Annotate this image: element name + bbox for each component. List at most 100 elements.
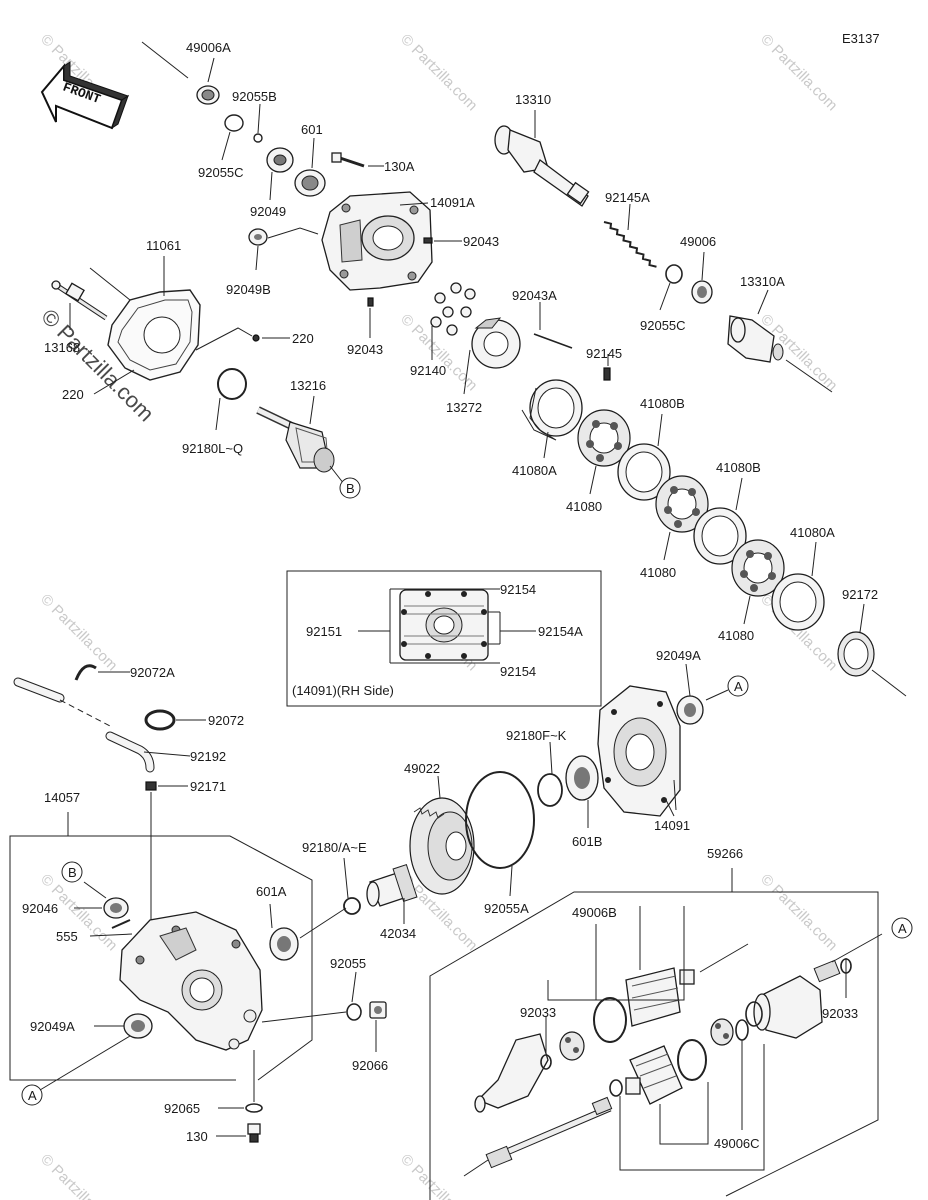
label-220-b: 220 — [62, 387, 84, 402]
label-14057: 14057 — [44, 790, 80, 805]
balls-92140 — [430, 282, 476, 360]
cover-14091A — [321, 191, 433, 291]
band-small — [745, 1001, 763, 1027]
friction-plate-41080-3 — [731, 539, 785, 597]
callout-b-label: B — [346, 481, 355, 496]
pinion-gear-13216 — [256, 395, 345, 485]
label-92192: 92192 — [190, 749, 226, 764]
callout-a-left — [21, 1084, 43, 1106]
label-555: 555 — [56, 929, 78, 944]
label-59266: 59266 — [707, 846, 743, 861]
watermark: © Partzilla.com — [37, 591, 120, 674]
leader-lines-59266 — [545, 906, 847, 1171]
watermark: © Partzilla.com — [757, 871, 840, 954]
diagram-code: E3137 — [842, 31, 880, 46]
clamp-92072 — [144, 709, 206, 731]
label-41080-3: 41080 — [718, 628, 754, 643]
label-92055: 92055 — [330, 956, 366, 971]
label-14091A: 14091A — [430, 195, 475, 210]
gasket-11061 — [107, 256, 253, 381]
inset-label-92154A: 92154A — [538, 624, 583, 639]
hose-92192 — [13, 677, 191, 773]
friction-plate-41080-2 — [655, 475, 709, 533]
label-220: 220 — [292, 331, 314, 346]
joint-13310A — [727, 289, 833, 393]
label-41080A-1: 41080A — [512, 463, 557, 478]
label-13272: 13272 — [446, 400, 482, 415]
boot-outer — [629, 1045, 683, 1105]
collar — [625, 1077, 641, 1095]
washer-92055 — [261, 971, 362, 1023]
label-92055A: 92055A — [484, 901, 529, 916]
propeller-shaft-13310 — [494, 110, 590, 207]
label-49022: 49022 — [404, 761, 440, 776]
label-601A: 601A — [256, 884, 287, 899]
ring-gear-92172 — [837, 603, 907, 697]
seal-92049A-bottom — [39, 1013, 153, 1091]
label-49006: 49006 — [680, 234, 716, 249]
inset-rh-side: 92154 92151 92154A 92154 (14091)(RH Side… — [286, 570, 602, 707]
callout-a-top-label: A — [734, 679, 743, 694]
watermark: © Partzilla.com — [37, 1151, 120, 1200]
inset-label-92154-bottom: 92154 — [500, 664, 536, 679]
callout-b — [339, 477, 361, 499]
clutch-plate-41080B-1 — [617, 443, 671, 501]
label-49006C: 49006C — [714, 1136, 760, 1151]
housing-14057 — [119, 911, 263, 1051]
bolt-130A — [331, 152, 384, 168]
pin-92043A — [533, 333, 573, 349]
seal-49006A — [141, 41, 220, 105]
clutch-plate-41080A-2 — [771, 573, 825, 631]
label-92049: 92049 — [250, 204, 286, 219]
label-92055C: 92055C — [198, 165, 244, 180]
label-92043A: 92043A — [512, 288, 557, 303]
label-49006B: 49006B — [572, 905, 617, 920]
cv-joint-inner — [753, 933, 883, 1039]
washer-92065 — [245, 1103, 263, 1113]
label-92172: 92172 — [842, 587, 878, 602]
seal-92046 — [74, 881, 129, 919]
label-92180F-K: 92180F~K — [506, 728, 567, 743]
label-92046: 92046 — [22, 901, 58, 916]
label-92145A: 92145A — [605, 190, 650, 205]
label-41080-1: 41080 — [566, 499, 602, 514]
pin-555 — [111, 919, 131, 929]
label-130: 130 — [186, 1129, 208, 1144]
label-92055B: 92055B — [232, 89, 277, 104]
oring-92055B — [253, 133, 263, 143]
label-92180-A-E: 92180/A~E — [302, 840, 367, 855]
friction-plate-41080-1 — [577, 409, 631, 467]
spring-92145A — [603, 203, 657, 268]
fitting-92171 — [145, 781, 157, 791]
label-92072A: 92072A — [130, 665, 175, 680]
label-92072: 92072 — [208, 713, 244, 728]
bolt-220 — [252, 334, 260, 342]
callout-a-left-label: A — [28, 1088, 37, 1103]
label-92033-left: 92033 — [520, 1005, 556, 1020]
label-41080A-2: 41080A — [790, 525, 835, 540]
axle-box-59266 — [429, 868, 879, 1200]
label-601: 601 — [301, 122, 323, 137]
label-92033-right: 92033 — [822, 1006, 858, 1021]
label-13216: 13216 — [290, 378, 326, 393]
label-13310A: 13310A — [740, 274, 785, 289]
ring-gear-49022 — [409, 775, 475, 895]
callout-a-right-label: A — [898, 921, 907, 936]
shim-92180-A-E — [343, 897, 361, 915]
label-13310: 13310 — [515, 92, 551, 107]
bearing-601A — [269, 903, 347, 961]
label-92043: 92043 — [463, 234, 499, 249]
callout-a-top — [727, 675, 749, 697]
band-small-3 — [609, 1079, 623, 1097]
oring-92180L-Q — [215, 368, 247, 431]
label-92065: 92065 — [164, 1101, 200, 1116]
label-130A: 130A — [384, 159, 415, 174]
label-13168: 13168 — [44, 340, 80, 355]
housing-14091 — [597, 685, 681, 817]
clip-92072A — [74, 664, 130, 681]
shaft-13168 — [51, 280, 108, 330]
plug-130 — [216, 1123, 261, 1143]
band-small-2 — [735, 1019, 749, 1041]
inset-label-92154-top: 92154 — [500, 582, 536, 597]
seal-49006 — [691, 251, 713, 304]
